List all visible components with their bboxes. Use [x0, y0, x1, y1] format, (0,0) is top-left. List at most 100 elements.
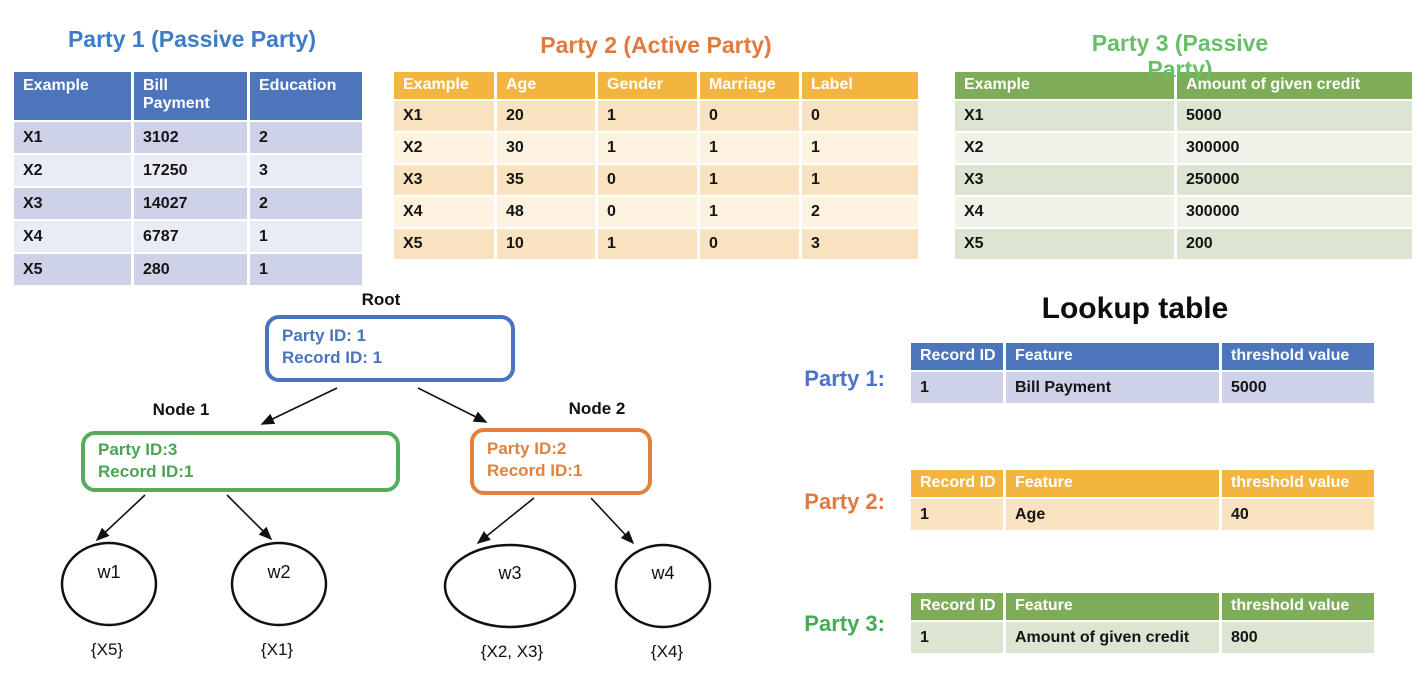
table-cell: X3 [14, 188, 131, 219]
lookup-col-header: Feature [1006, 343, 1219, 370]
lookup-col-header: threshold value [1222, 343, 1374, 370]
table-cell: X5 [394, 229, 494, 259]
table-cell: 1 [700, 133, 799, 163]
lookup-party2-label: Party 2: [804, 489, 885, 514]
edge-root-node2 [417, 387, 488, 423]
table-cell: Bill Payment [1006, 372, 1219, 403]
table-cell: 300000 [1177, 197, 1412, 227]
leaf-w2-set: {X1} [260, 640, 294, 659]
table-cell: 3 [250, 155, 362, 186]
party1-col-header: Education [250, 72, 362, 120]
table-cell: X4 [14, 221, 131, 252]
table-cell: 6787 [134, 221, 247, 252]
node1-party-id: Party ID:3 [98, 440, 178, 459]
leaf-w2-label: w2 [267, 562, 291, 582]
lookup-col-header: Feature [1006, 470, 1219, 497]
table-cell: X1 [394, 101, 494, 131]
table-cell: Amount of given credit [1006, 622, 1219, 653]
edge-node2-w4 [590, 497, 635, 545]
tree-root-node: Party ID: 1 Record ID: 1 [265, 315, 515, 382]
table-cell: 40 [1222, 499, 1374, 530]
table-cell: X1 [14, 122, 131, 153]
table-cell: X5 [955, 229, 1174, 259]
lookup-col-header: Feature [1006, 593, 1219, 620]
lookup-party3-label: Party 3: [804, 611, 885, 636]
edge-node2-w3 [476, 497, 535, 545]
node1-record-id: Record ID:1 [98, 462, 194, 482]
party1-col-header: Bill Payment [134, 72, 247, 120]
lookup-col-header: Record ID [911, 343, 1003, 370]
leaf-w4-set: {X4} [650, 642, 684, 661]
table-cell: X2 [955, 133, 1174, 163]
table-cell: 200 [1177, 229, 1412, 259]
table-cell: 17250 [134, 155, 247, 186]
edge-node1-w2 [226, 494, 273, 541]
party1-title: Party 1 (Passive Party) [67, 26, 317, 52]
party2-table: Example Age Gender Marriage Label X1 20 … [394, 72, 918, 259]
table-cell: 20 [497, 101, 595, 131]
edge-node1-w1 [95, 494, 146, 542]
table-cell: 1 [802, 165, 918, 195]
table-cell: Age [1006, 499, 1219, 530]
table-cell: 1 [700, 197, 799, 227]
leaf-w1-set: {X5} [90, 640, 124, 659]
node2-party-id: Party ID:2 [487, 439, 567, 458]
table-cell: 30 [497, 133, 595, 163]
table-cell: 2 [250, 188, 362, 219]
leaf-w1-label: w1 [97, 562, 121, 582]
lookup-party1-label: Party 1: [804, 366, 885, 391]
table-cell: 1 [911, 499, 1003, 530]
table-cell: 800 [1222, 622, 1374, 653]
party2-col-header: Example [394, 72, 494, 99]
lookup-col-header: threshold value [1222, 470, 1374, 497]
table-cell: 3 [802, 229, 918, 259]
table-cell: 2 [802, 197, 918, 227]
tree-node2: Party ID:2 Record ID:1 [470, 428, 652, 495]
table-cell: 1 [598, 101, 697, 131]
table-cell: 0 [598, 165, 697, 195]
party3-col-header: Amount of given credit [1177, 72, 1412, 99]
table-cell: 1 [250, 254, 362, 285]
table-cell: X4 [394, 197, 494, 227]
lookup-table-title: Lookup table [1041, 292, 1229, 325]
leaf-ellipse-w3 [443, 543, 577, 629]
party2-col-header: Marriage [700, 72, 799, 99]
lookup-party1-table: Record ID Feature threshold value 1 Bill… [911, 343, 1374, 403]
root-label: Root [361, 290, 401, 309]
node1-label: Node 1 [152, 400, 210, 419]
party2-col-header: Label [802, 72, 918, 99]
table-cell: 10 [497, 229, 595, 259]
leaf-ellipse-w2 [230, 541, 328, 627]
leaf-ellipse-w4 [614, 543, 712, 629]
edge-root-node1 [260, 387, 338, 425]
lookup-party3-table: Record ID Feature threshold value 1 Amou… [911, 593, 1374, 653]
table-cell: X2 [14, 155, 131, 186]
table-cell: 5000 [1177, 101, 1412, 131]
table-cell: 0 [700, 101, 799, 131]
table-cell: 300000 [1177, 133, 1412, 163]
party1-table: Example Bill Payment Education X1 3102 2… [14, 72, 362, 285]
table-cell: 35 [497, 165, 595, 195]
table-cell: X3 [394, 165, 494, 195]
lookup-col-header: Record ID [911, 470, 1003, 497]
table-cell: 1 [598, 133, 697, 163]
table-cell: 1 [911, 622, 1003, 653]
table-cell: X5 [14, 254, 131, 285]
table-cell: 1 [911, 372, 1003, 403]
root-record-id: Record ID: 1 [282, 348, 383, 368]
table-cell: 3102 [134, 122, 247, 153]
leaf-w3-label: w3 [498, 563, 522, 583]
table-cell: 48 [497, 197, 595, 227]
party2-col-header: Age [497, 72, 595, 99]
party1-col-header: Example [14, 72, 131, 120]
table-cell: 1 [250, 221, 362, 252]
table-cell: 1 [700, 165, 799, 195]
leaf-w3-set: {X2, X3} [480, 642, 544, 661]
party3-title: Party 3 (Passive Party) [1091, 30, 1269, 82]
table-cell: 280 [134, 254, 247, 285]
lookup-col-header: threshold value [1222, 593, 1374, 620]
table-cell: X1 [955, 101, 1174, 131]
table-cell: X2 [394, 133, 494, 163]
table-cell: 250000 [1177, 165, 1412, 195]
